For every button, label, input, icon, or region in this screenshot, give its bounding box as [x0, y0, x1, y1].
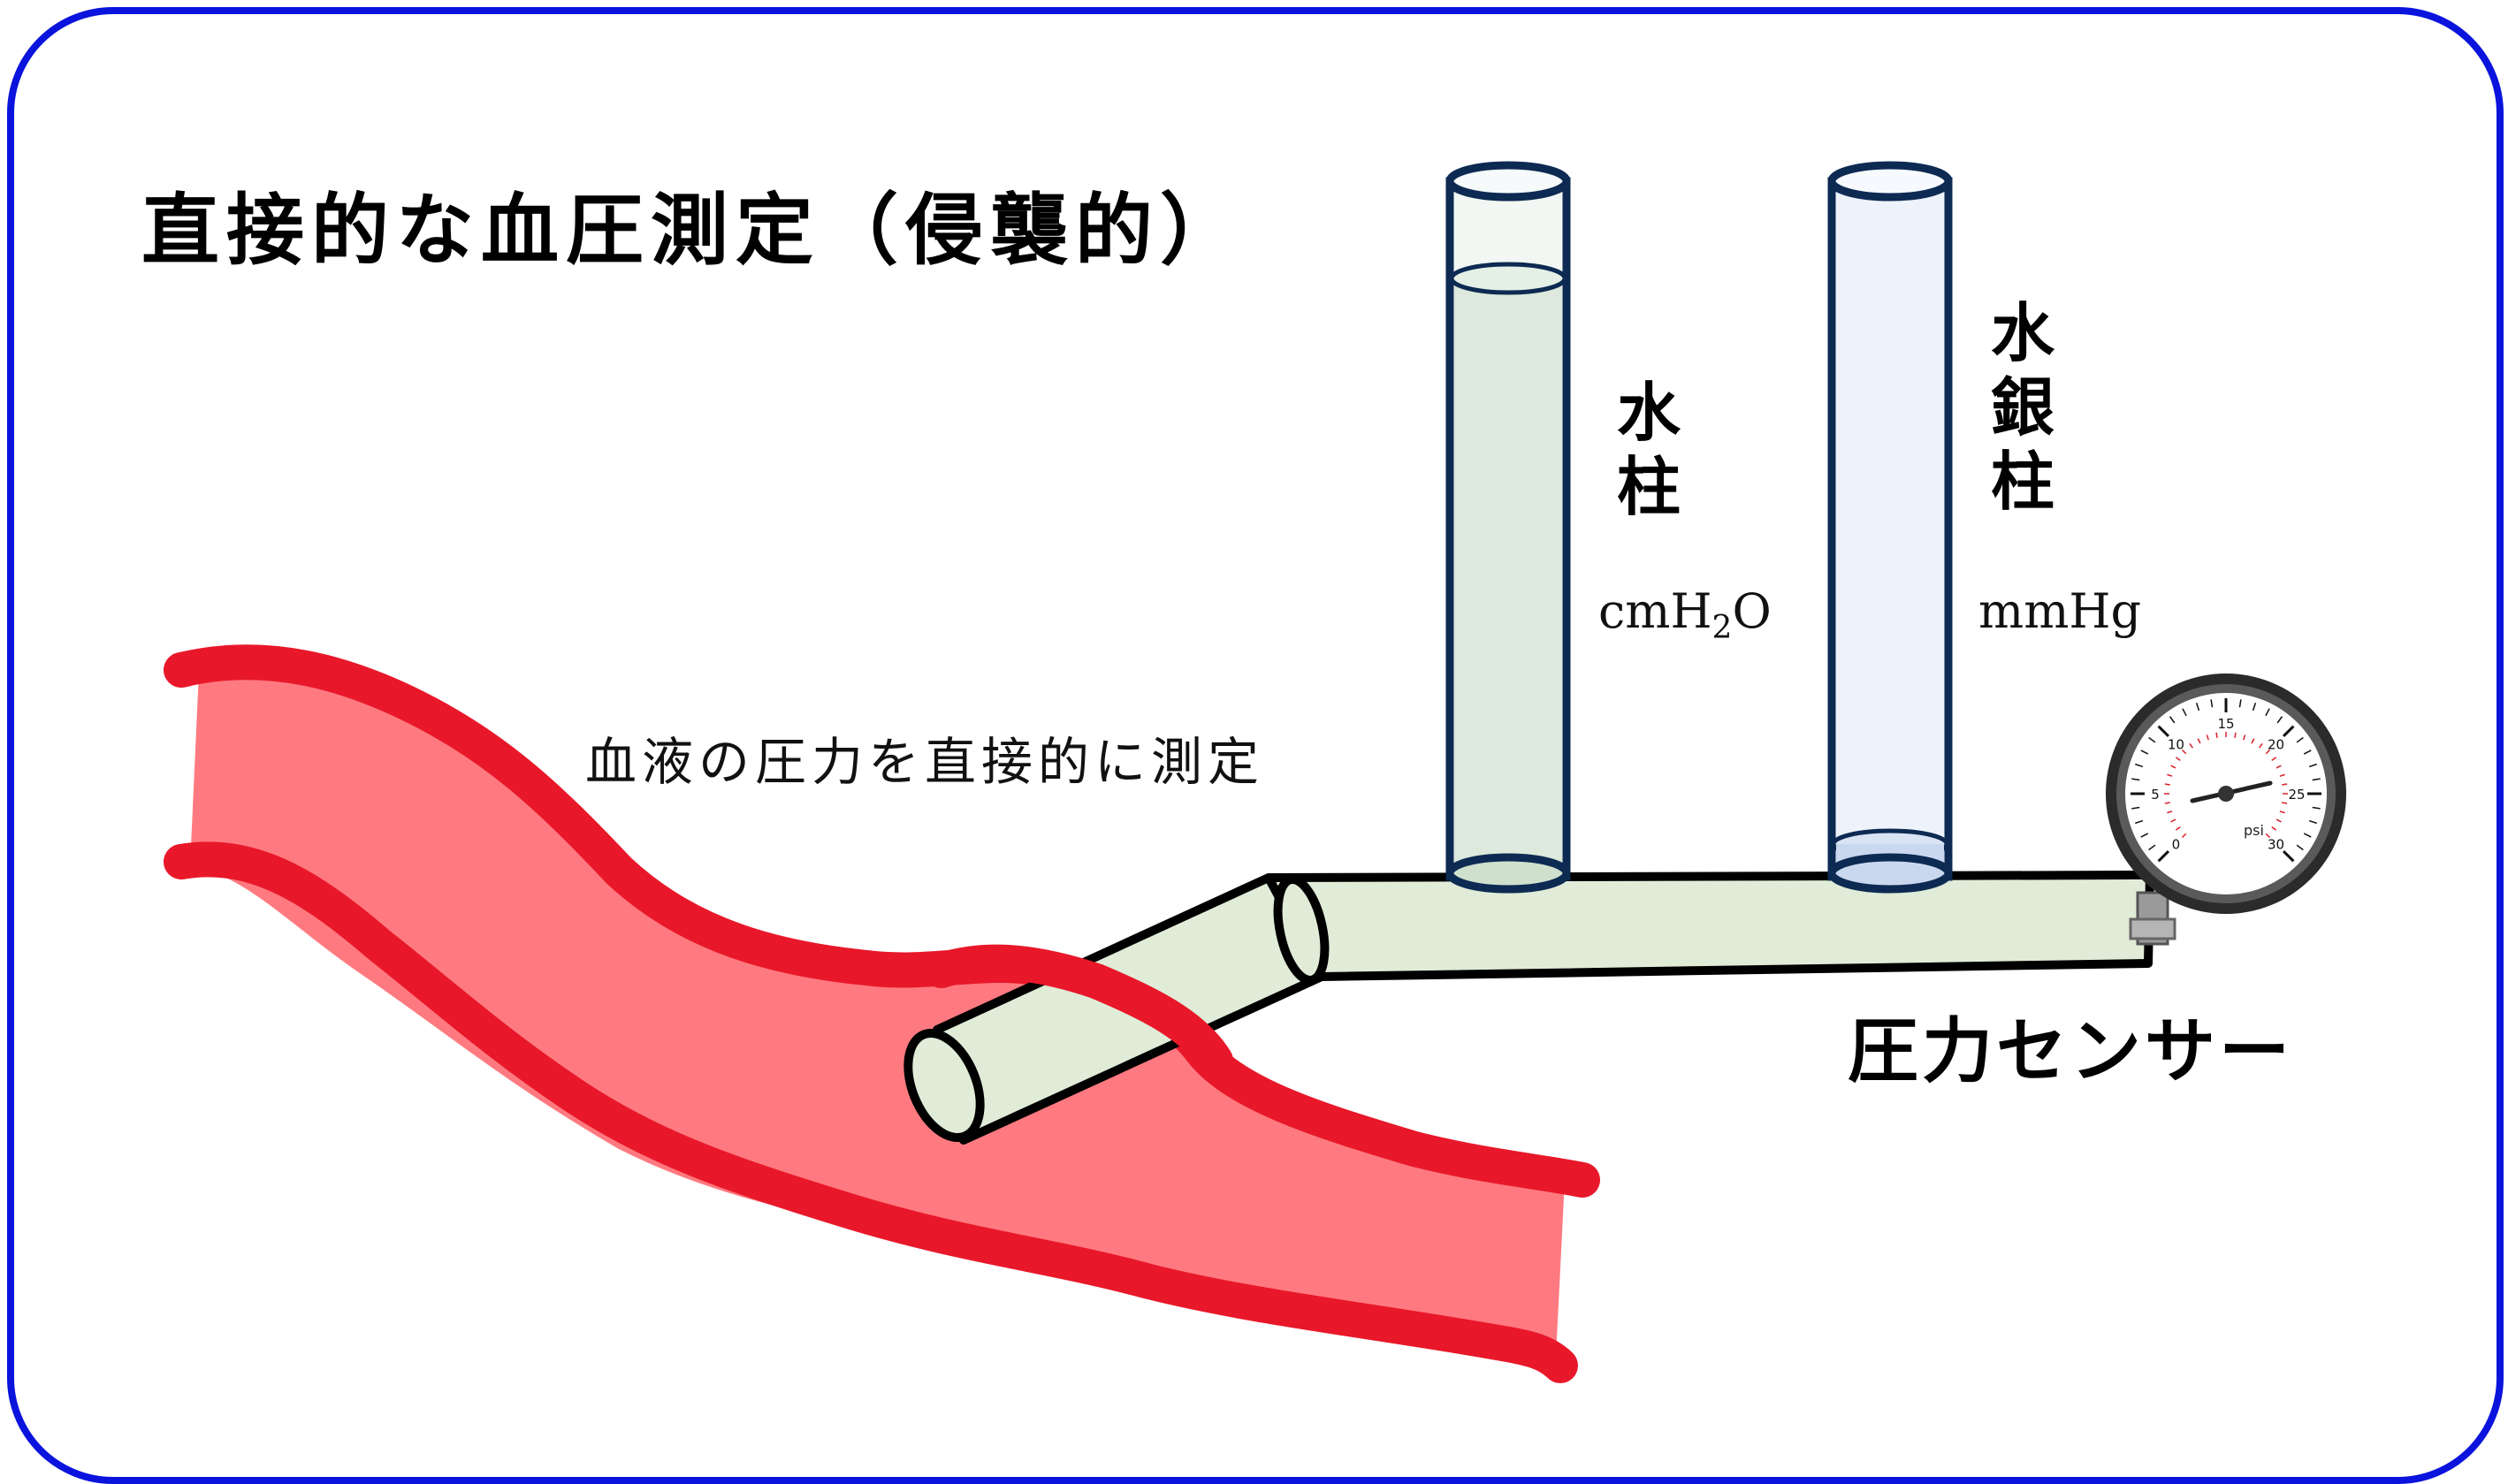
gauge-secondary-tick [2251, 738, 2255, 744]
gauge-tick [2148, 844, 2156, 851]
water-level [1454, 278, 1562, 877]
gauge-secondary-tick [2181, 749, 2187, 755]
gauge-secondary-tick [2265, 749, 2271, 755]
gauge-tick [2282, 849, 2295, 863]
unit-base: cmH [1598, 583, 1712, 639]
gauge-secondary-tick [2259, 742, 2263, 749]
gauge-secondary-tick [2175, 757, 2181, 761]
gauge-secondary-tick [2275, 818, 2282, 823]
gauge-tick [2157, 849, 2170, 863]
gauge-tick [2252, 703, 2257, 712]
gauge-tick [2296, 844, 2304, 851]
gauge-scale-label: 15 [2217, 716, 2234, 732]
mercury-tube-bottom [1827, 853, 1953, 894]
gauge-tick [2308, 763, 2317, 768]
gauge-secondary-tick [2279, 773, 2285, 777]
gauge-tick [2148, 736, 2156, 743]
gauge-tick [2195, 703, 2200, 712]
gauge-scale-label: 5 [2151, 787, 2160, 803]
gauge-scale-label: 10 [2168, 736, 2184, 752]
gauge-tick [2135, 763, 2144, 768]
gauge-tick [2140, 833, 2149, 838]
vessel-upper-wall [164, 644, 1600, 1198]
mercury-tube-body [1827, 177, 1953, 881]
gauge-secondary-tick [2271, 826, 2277, 831]
gauge-secondary-tick [2170, 765, 2176, 769]
water-column-tube [1445, 161, 1571, 894]
gauge-tick [2210, 699, 2214, 708]
gauge-secondary-tick [2275, 765, 2282, 769]
blood-vessel [164, 644, 1600, 1383]
gauge-tick [2238, 699, 2242, 708]
unit-subscript: 2 [1711, 609, 1733, 646]
gauge-tick [2296, 736, 2304, 743]
gauge-secondary-tick [2181, 833, 2187, 839]
gauge-tick [2131, 778, 2140, 781]
vessel-wall-overlap [924, 944, 1233, 1078]
gauge-secondary-tick [2234, 732, 2237, 738]
pressure-gauge: 0 5 10 15 20 25 30 psi [2106, 674, 2346, 946]
gauge-scale-labels: 0 5 10 15 20 25 30 [2151, 716, 2305, 853]
gauge-secondary-tick [2282, 783, 2288, 786]
vessel-lumen [190, 669, 1565, 1357]
gauge-secondary-tick [2189, 742, 2193, 749]
gauge-unit: psi [2244, 822, 2264, 839]
gauge-secondary-tick [2167, 773, 2173, 777]
gauge-secondary-tick [2265, 833, 2271, 839]
water-tube-bottom [1445, 853, 1571, 894]
gauge-secondary-tick [2170, 818, 2176, 823]
gauge-secondary-tick [2271, 757, 2277, 761]
gauge-tick [2169, 716, 2176, 724]
mercury-column-tube [1827, 161, 1953, 894]
gauge-tick [2303, 833, 2312, 838]
water-tube-top [1445, 161, 1571, 202]
gauge-tick [2303, 750, 2312, 755]
gauge-secondary-tick [2167, 810, 2173, 814]
gauge-tick [2312, 778, 2321, 781]
gauge-tick [2308, 819, 2317, 825]
page-title: 直接的な血圧測定（侵襲的） [141, 185, 1246, 276]
gauge-scale-label: 20 [2268, 736, 2284, 752]
diagram-caption: 血液の圧力を直接的に測定 [585, 732, 1265, 792]
gauge-tick [2140, 750, 2149, 755]
tube-tip-opening [903, 1028, 985, 1143]
water-column-unit: cmH2O [1598, 583, 1772, 646]
gauge-secondary-tick [2279, 810, 2285, 814]
gauge-secondary-tick [2215, 732, 2218, 738]
gauge-tick [2282, 725, 2295, 738]
gauge-tick [2276, 716, 2283, 724]
vessel-lower-wall [164, 841, 1578, 1383]
gauge-secondary-tick [2197, 738, 2201, 744]
gauge-secondary-tick [2164, 783, 2170, 786]
manifold-tube [1264, 871, 2154, 981]
mercury-tube-top [1827, 161, 1953, 202]
water-label-char: 水 [1616, 376, 1681, 450]
gauge-tick [2157, 725, 2170, 738]
mercury-column-label: 水 銀 柱 [1983, 296, 2062, 519]
water-label-char: 柱 [1616, 450, 1681, 524]
unit-end: O [1732, 583, 1772, 639]
gauge-tick [2182, 708, 2187, 717]
water-surface [1449, 262, 1567, 295]
catheter-tube [903, 871, 2154, 1145]
gauge-tick [2265, 708, 2270, 717]
gauge-ticks [2131, 698, 2321, 863]
mercury-label-char: 柱 [1990, 445, 2054, 519]
gauge-scale-label: 0 [2172, 837, 2181, 853]
mercury-label-char: 水 [1990, 296, 2054, 370]
gauge-scale-label: 25 [2288, 787, 2305, 803]
gauge-tick [2131, 806, 2140, 810]
gauge-tick [2135, 819, 2144, 825]
pressure-sensor-label: 圧力センサー [1848, 1010, 2293, 1092]
gauge-secondary-tick [2206, 734, 2209, 741]
gauge-scale-label: 30 [2268, 837, 2284, 853]
mercury-label-char: 銀 [1990, 370, 2054, 445]
gauge-secondary-tick [2175, 826, 2181, 831]
gauge-secondary-tick [2243, 734, 2246, 741]
tube-junction [1273, 875, 1330, 985]
mercury-column-unit: mmHg [1978, 583, 2142, 639]
gauge-tick [2312, 806, 2321, 810]
water-column-label: 水 柱 [1609, 376, 1689, 524]
